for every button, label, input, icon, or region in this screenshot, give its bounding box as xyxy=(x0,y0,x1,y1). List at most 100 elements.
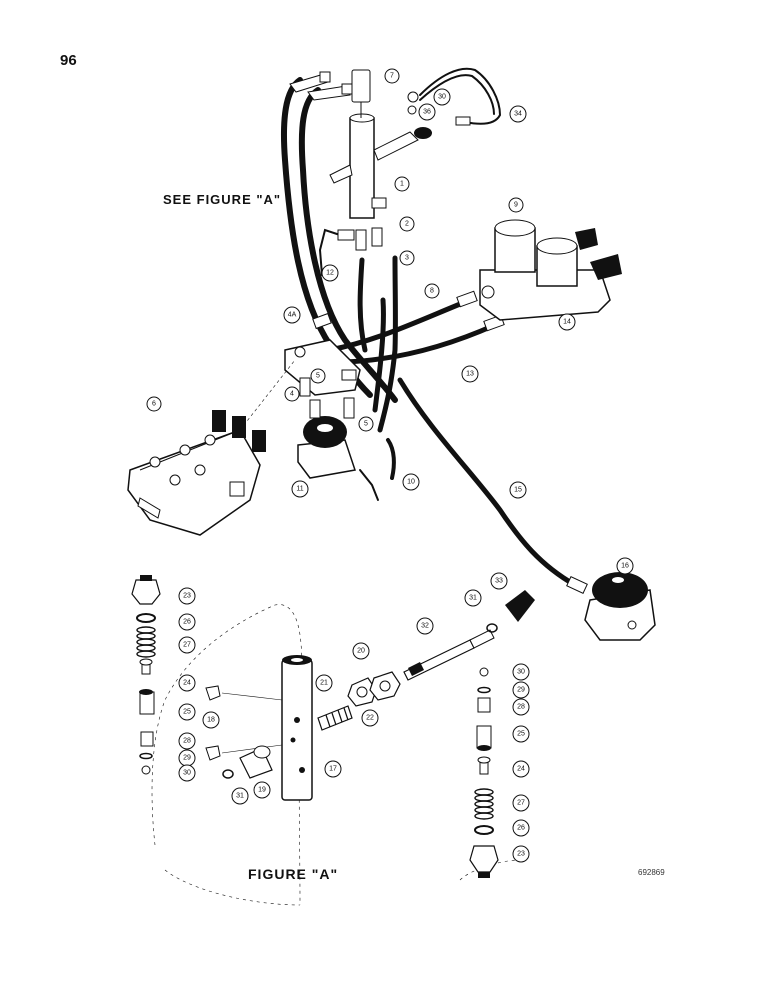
manifold-block xyxy=(284,312,361,397)
brake-valve-11 xyxy=(297,397,356,479)
callout-label: 30 xyxy=(517,669,525,676)
callout-13: 13 xyxy=(461,365,479,383)
callout-label: 5 xyxy=(364,421,368,428)
callout-label: 4A xyxy=(288,312,297,319)
callout-circle xyxy=(512,760,530,778)
callout-17: 17 xyxy=(324,760,342,778)
callout-label: 21 xyxy=(320,680,328,687)
callout-11: 11 xyxy=(291,480,309,498)
callout-21: 21 xyxy=(315,674,333,692)
callout-circle xyxy=(283,306,301,324)
callout-20: 20 xyxy=(352,642,370,660)
callout-7: 7 xyxy=(384,68,400,84)
callout-circle xyxy=(394,176,410,192)
callout-circle xyxy=(512,725,530,743)
callout-30: 30 xyxy=(512,663,530,681)
callout-circle xyxy=(512,663,530,681)
callout-circle xyxy=(146,396,162,412)
callout-28: 28 xyxy=(178,732,196,750)
callout-30: 30 xyxy=(433,88,451,106)
callout-label: 5 xyxy=(316,373,320,380)
callout-label: 19 xyxy=(258,787,266,794)
callout-label: 7 xyxy=(390,73,394,80)
callout-label: 23 xyxy=(517,851,525,858)
callout-24: 24 xyxy=(512,760,530,778)
callout-29: 29 xyxy=(512,681,530,699)
callout-circle xyxy=(416,617,434,635)
callout-4A: 4A xyxy=(283,306,301,324)
callout-circle xyxy=(324,760,342,778)
callout-circle xyxy=(284,386,300,402)
callout-circle xyxy=(315,674,333,692)
callout-22: 22 xyxy=(361,709,379,727)
callout-label: 10 xyxy=(407,479,415,486)
callout-16: 16 xyxy=(616,557,634,575)
figure-a-exploded-view xyxy=(131,575,535,906)
callout-circle xyxy=(424,283,440,299)
callout-32: 32 xyxy=(416,617,434,635)
callout-circle xyxy=(321,264,339,282)
callout-label: 36 xyxy=(423,109,431,116)
callout-26: 26 xyxy=(512,819,530,837)
callout-29: 29 xyxy=(178,749,196,767)
callout-5: 5 xyxy=(310,368,326,384)
callout-circle xyxy=(178,587,196,605)
callout-circle xyxy=(512,845,530,863)
callout-circle xyxy=(178,636,196,654)
callout-18: 18 xyxy=(202,711,220,729)
brake-valve-16 xyxy=(584,572,656,641)
callout-circle xyxy=(358,416,374,432)
callout-15: 15 xyxy=(509,481,527,499)
callout-circle xyxy=(253,781,271,799)
callout-circle xyxy=(512,819,530,837)
callout-circle xyxy=(512,698,530,716)
callout-circle xyxy=(433,88,451,106)
callout-6: 6 xyxy=(146,396,162,412)
figure-caption: FIGURE "A" xyxy=(248,866,339,882)
callout-label: 24 xyxy=(183,680,191,687)
callout-label: 4 xyxy=(290,391,294,398)
callout-label: 24 xyxy=(517,766,525,773)
callout-label: 20 xyxy=(357,648,365,655)
callout-label: 22 xyxy=(366,715,374,722)
callout-circle xyxy=(178,703,196,721)
reference-number: 692869 xyxy=(638,868,665,877)
callout-23: 23 xyxy=(512,845,530,863)
callout-23: 23 xyxy=(178,587,196,605)
callout-10: 10 xyxy=(402,473,420,491)
callout-label: 8 xyxy=(430,288,434,295)
callout-label: 26 xyxy=(183,619,191,626)
page-number: 96 xyxy=(60,52,77,69)
callout-27: 27 xyxy=(178,636,196,654)
callout-19: 19 xyxy=(253,781,271,799)
callout-circle xyxy=(512,794,530,812)
callout-circle xyxy=(461,365,479,383)
callout-36: 36 xyxy=(418,103,436,121)
callout-circle xyxy=(464,589,482,607)
callout-circle xyxy=(418,103,436,121)
callout-circle xyxy=(361,709,379,727)
control-valve-body xyxy=(329,69,432,219)
callout-label: 30 xyxy=(183,770,191,777)
callout-31: 31 xyxy=(231,787,249,805)
callout-25: 25 xyxy=(178,703,196,721)
callout-circle xyxy=(399,250,415,266)
upper-assembly xyxy=(127,67,656,641)
callout-group: 12344A5567891011121314151630343623262724… xyxy=(146,68,634,863)
callout-circle xyxy=(178,613,196,631)
callout-34: 34 xyxy=(509,105,527,123)
callout-label: 6 xyxy=(152,401,156,408)
callout-2: 2 xyxy=(399,216,415,232)
callout-label: 14 xyxy=(563,319,571,326)
callout-30: 30 xyxy=(178,764,196,782)
callout-25: 25 xyxy=(512,725,530,743)
callout-24: 24 xyxy=(178,674,196,692)
callout-27: 27 xyxy=(512,794,530,812)
callout-circle xyxy=(231,787,249,805)
callout-label: 23 xyxy=(183,593,191,600)
callout-circle xyxy=(558,313,576,331)
callout-label: 34 xyxy=(514,111,522,118)
callout-label: 1 xyxy=(400,181,404,188)
callout-8: 8 xyxy=(424,283,440,299)
callout-circle xyxy=(291,480,309,498)
